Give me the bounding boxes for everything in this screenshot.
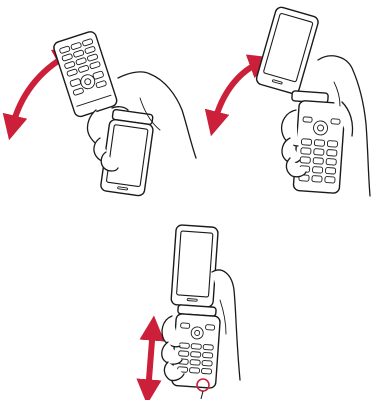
flip-phone-icon <box>171 225 218 308</box>
curved-arrow-icon <box>214 62 262 124</box>
marker-leader-line <box>201 391 203 399</box>
flip-phone-icon <box>255 6 319 95</box>
panel-open-keypad-side <box>12 30 196 196</box>
panel-closed-vertical-slide <box>148 225 240 399</box>
flip-phone-icon <box>52 30 118 118</box>
panel-open-screen-side <box>214 6 370 196</box>
double-arrow-icon <box>148 328 153 392</box>
